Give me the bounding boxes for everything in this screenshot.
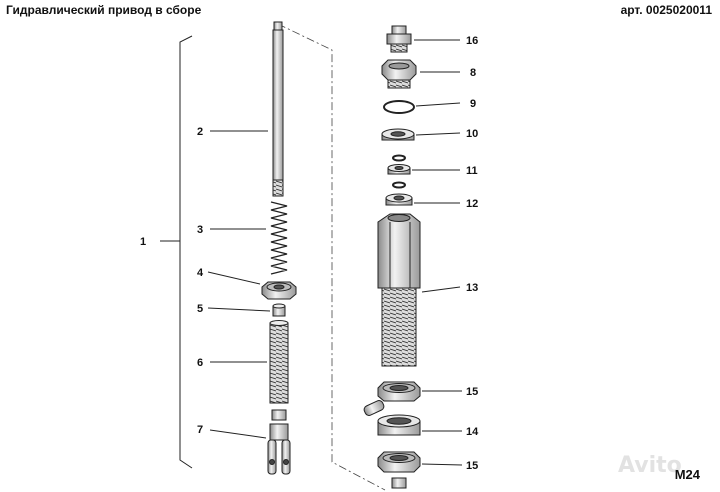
callout-label: 3 [197, 224, 203, 236]
callout-label: 14 [466, 426, 479, 438]
callout-label: 9 [470, 98, 476, 110]
bushing [272, 303, 286, 317]
diagram-title: Гидравлический привод в сборе [6, 3, 202, 17]
lock-nut-upper [377, 381, 421, 402]
avito-watermark: Avito [618, 453, 682, 478]
callout-label: 5 [197, 303, 203, 315]
callout-label: 13 [466, 282, 478, 294]
callout-label: 15 [466, 460, 478, 472]
callout-label: 16 [466, 35, 478, 47]
callout-label: 10 [466, 128, 478, 140]
callout-label: 2 [197, 126, 203, 138]
o-ring [383, 100, 415, 114]
lock-nut-lower [377, 451, 421, 489]
mounting-collar [363, 400, 421, 436]
callout-labels: 1 2 3 4 5 6 7 16 8 9 10 11 12 13 15 14 1… [140, 35, 479, 472]
hose-fitting [386, 25, 412, 53]
callout-label: 7 [197, 424, 203, 436]
seal-set [387, 154, 411, 189]
callout-label: 8 [470, 67, 476, 79]
callout-label: 11 [466, 165, 478, 177]
spring [270, 201, 288, 275]
washer [381, 128, 415, 141]
callout-label: 4 [197, 267, 204, 279]
leader-lines [207, 39, 463, 466]
cylinder-body [377, 213, 421, 367]
hex-nut-4 [261, 281, 297, 300]
callout-label: 6 [197, 357, 203, 369]
clevis-small-nut [271, 409, 287, 421]
seal-ring [385, 193, 413, 206]
callout-label: 1 [140, 236, 146, 248]
threaded-sleeve [269, 320, 289, 404]
callout-label: 12 [466, 198, 478, 210]
hex-adapter [381, 59, 417, 89]
drawing-code: M24 [674, 467, 700, 482]
clevis-fork [267, 423, 291, 475]
article-number: арт. 0025020011 [620, 3, 712, 17]
assembly-bracket [160, 35, 193, 469]
assembly-axis-lines [277, 23, 386, 491]
piston-rod [272, 21, 284, 197]
callout-label: 15 [466, 386, 478, 398]
